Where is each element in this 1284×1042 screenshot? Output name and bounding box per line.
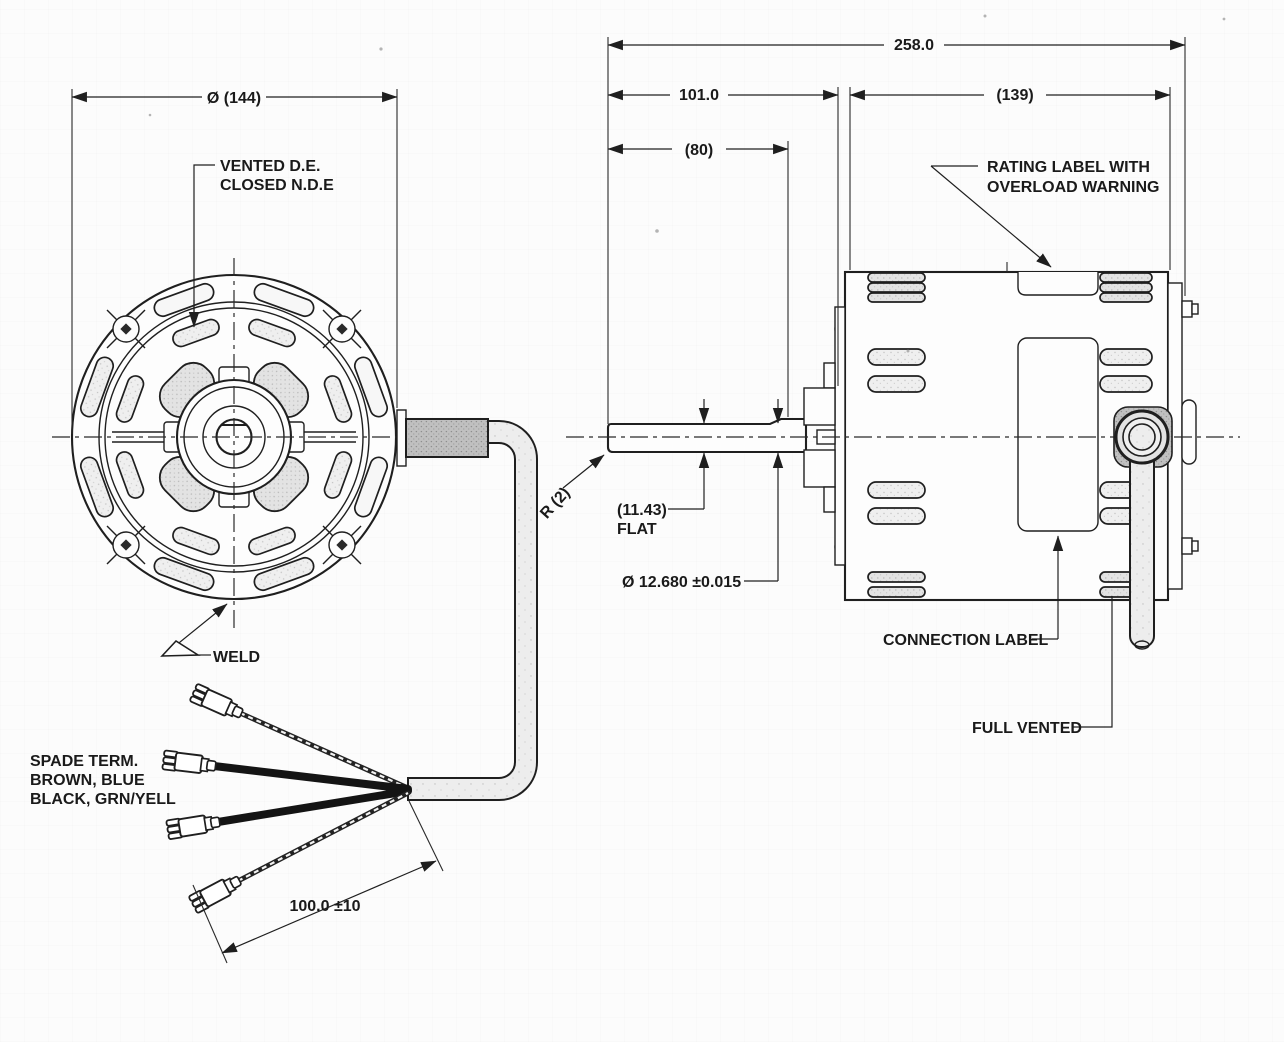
scan-artifacts [148,14,1226,353]
rear-bolt-top-tip [1191,303,1199,315]
weld-symbol-triangle [160,639,201,657]
connection-label-text: CONNECTION LABEL [883,632,1049,649]
dimension-lines [71,39,1186,954]
wire-brown-stripe [239,711,409,790]
dim-80-text: (80) [685,142,713,159]
vented-label-line1: VENTED D.E. [220,158,320,175]
front-vent-slots-outer [79,282,389,592]
cable-entry-sleeve [405,418,489,458]
screw-bottom-left [106,525,146,565]
shaft-outline [606,417,808,454]
dim-100 [221,860,437,954]
flat-word-text: FLAT [617,521,657,538]
leader-lines [160,164,1113,728]
end-bell-flange [834,306,846,566]
side-view [803,262,1199,602]
cable-drop [1129,436,1155,648]
lead-wires [161,682,412,915]
lead-cable [407,420,538,801]
spade-label-line2: BROWN, BLUE [30,772,145,789]
vented-label-line2: CLOSED N.D.E [220,177,334,194]
side-vent-slots-left [867,272,926,598]
vented-leader [193,164,215,322]
screw-top-left [106,309,146,349]
bracket-block-lower [803,449,836,488]
wire-blue [210,762,412,793]
shaft-radius-text: R (2) [537,484,573,522]
grommet-cable-hole [1128,423,1156,451]
screw-top-right [322,309,362,349]
weld-label: WELD [213,649,260,666]
rear-tab [1181,399,1197,465]
dim-144-text: Ø (144) [207,90,261,107]
spade-terminal-1 [188,682,247,724]
connection-label-area [1017,337,1099,532]
front-view [52,258,414,632]
rear-bolt-bottom [1181,537,1193,555]
front-mount-arms [112,431,356,443]
rear-bolt-bottom-tip [1191,540,1199,552]
wire-black [214,787,412,826]
extension-lines [71,37,1186,964]
lead-cable-assembly [396,409,538,801]
spade-label-line3: BLACK, GRN/YELL [30,791,176,808]
cable-cut-end [1134,640,1150,650]
bracket-tab-upper [823,362,836,389]
radius-leader [562,454,605,489]
shaft-diameter-text: Ø 12.680 ±0.015 [622,574,741,591]
dim-258-text: 258.0 [894,37,934,54]
spade-terminal-2 [161,749,218,777]
lead-length-text: 100.0 ±10 [289,898,360,915]
rating-label-area [1017,272,1099,296]
dim-101-text: 101.0 [679,87,719,104]
flat-value-text: (11.43) [617,502,667,519]
front-vent-slots-middle [115,318,353,556]
spade-terminal-3 [165,811,222,841]
cable-exit [1113,406,1173,650]
front-screws [106,309,362,565]
annotations: 258.0 101.0 (139) (80) Ø (144) (11.43) F… [30,37,1159,915]
bracket-tab-lower [823,486,836,513]
rating-label-line2: OVERLOAD WARNING [987,179,1159,196]
bracket-block-upper [803,387,836,426]
full-vented-text: FULL VENTED [972,720,1082,737]
rating-leader [930,165,1052,268]
spade-label-line1: SPADE TERM. [30,753,138,770]
shaft [606,417,808,454]
cable-entry-plate [396,409,407,467]
rating-label-line1: RATING LABEL WITH [987,159,1150,176]
dim-139-text: (139) [996,87,1033,104]
full-vented-leader [1072,596,1113,728]
screw-bottom-right [322,525,362,565]
rear-bolt-top [1181,300,1193,318]
